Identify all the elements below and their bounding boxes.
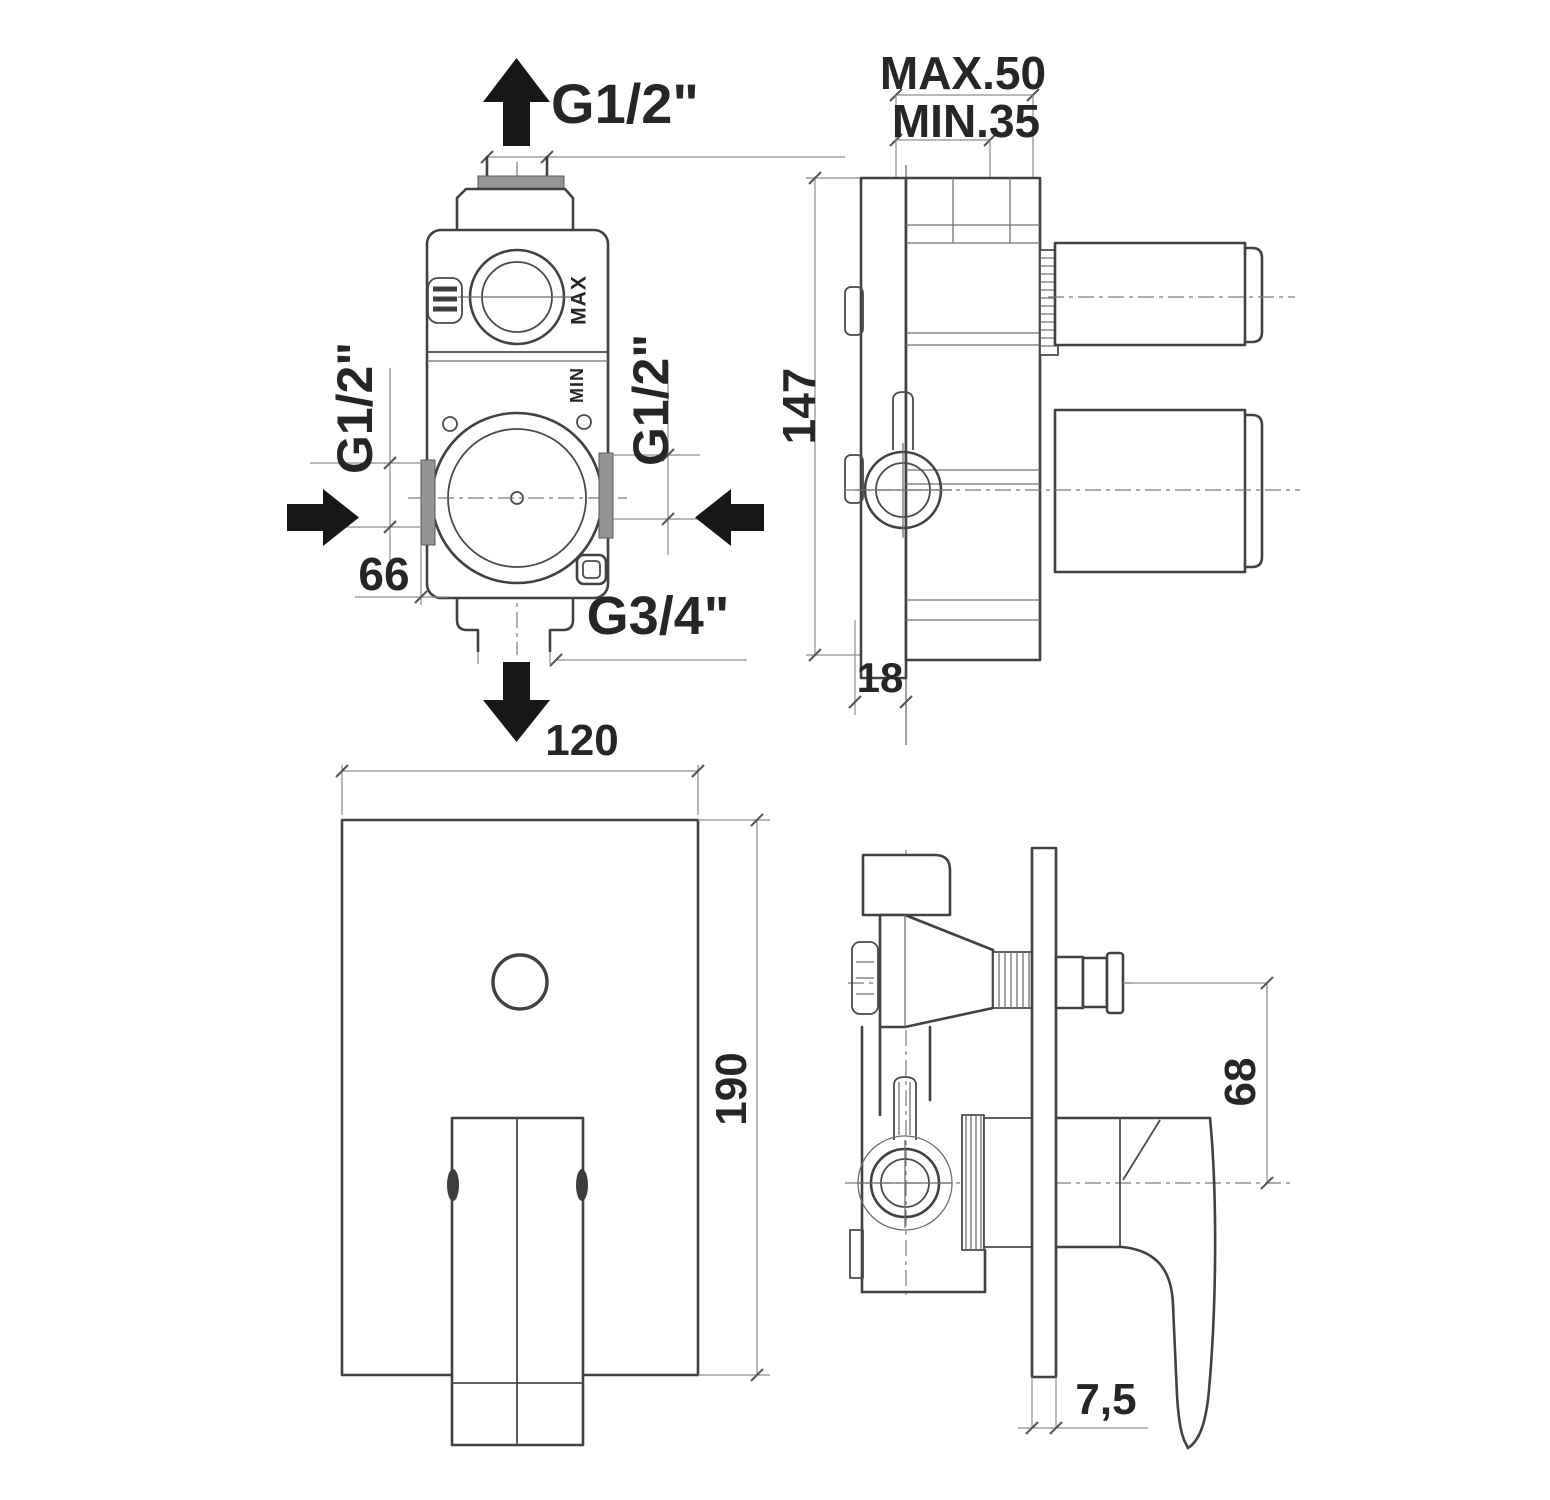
flow-arrow-down-icon <box>483 662 550 742</box>
dim-max-50: MAX.50 <box>879 47 1047 99</box>
flow-arrow-right-icon <box>695 489 764 546</box>
g34-outlet-detail <box>575 553 608 586</box>
flow-arrow-left-icon <box>287 489 359 546</box>
view-front-trim <box>335 764 770 1447</box>
dim-120: 120 <box>545 716 619 765</box>
marking-max: MAX <box>567 275 591 325</box>
top-port-collar <box>477 175 565 190</box>
port-left <box>420 459 436 546</box>
handle-pivot-right <box>576 1169 588 1201</box>
wall-flange <box>859 176 908 680</box>
lever-handle-side <box>1054 1116 1217 1450</box>
union-block-bottom <box>1053 408 1247 574</box>
handle-pivot-left <box>447 1169 459 1201</box>
spring-clip <box>427 277 463 324</box>
view-side-rough-in <box>806 88 1300 745</box>
inlet-pipe-side <box>861 853 952 917</box>
dim-min-35: MIN.35 <box>891 95 1041 147</box>
union-block-top <box>1053 241 1247 347</box>
screw-hole-left <box>442 416 458 432</box>
diverter-knob-side <box>1054 951 1125 1015</box>
dim-66: 66 <box>358 548 410 600</box>
dim-7-5: 7,5 <box>1075 1375 1137 1424</box>
valve-body-side <box>904 176 1042 662</box>
diverter-button <box>491 953 549 1011</box>
screw-hole-right <box>576 414 592 430</box>
port-right-label: G1/2" <box>623 333 679 467</box>
view-front-rough-in <box>287 58 845 742</box>
dim-190: 190 <box>707 1052 756 1126</box>
port-left-label: G1/2" <box>327 341 383 475</box>
port-right <box>598 452 614 539</box>
marking-min: MIN <box>567 367 587 403</box>
dim-68: 68 <box>1216 1057 1265 1107</box>
port-top-label: G1/2" <box>551 72 699 135</box>
dim-147: 147 <box>773 367 825 445</box>
port-bottom-label: G3/4" <box>586 586 730 646</box>
flow-arrow-up-icon <box>483 58 550 146</box>
view-side-trim <box>845 846 1295 1450</box>
trim-plate-side <box>1030 846 1058 1379</box>
dim-18: 18 <box>856 654 904 701</box>
